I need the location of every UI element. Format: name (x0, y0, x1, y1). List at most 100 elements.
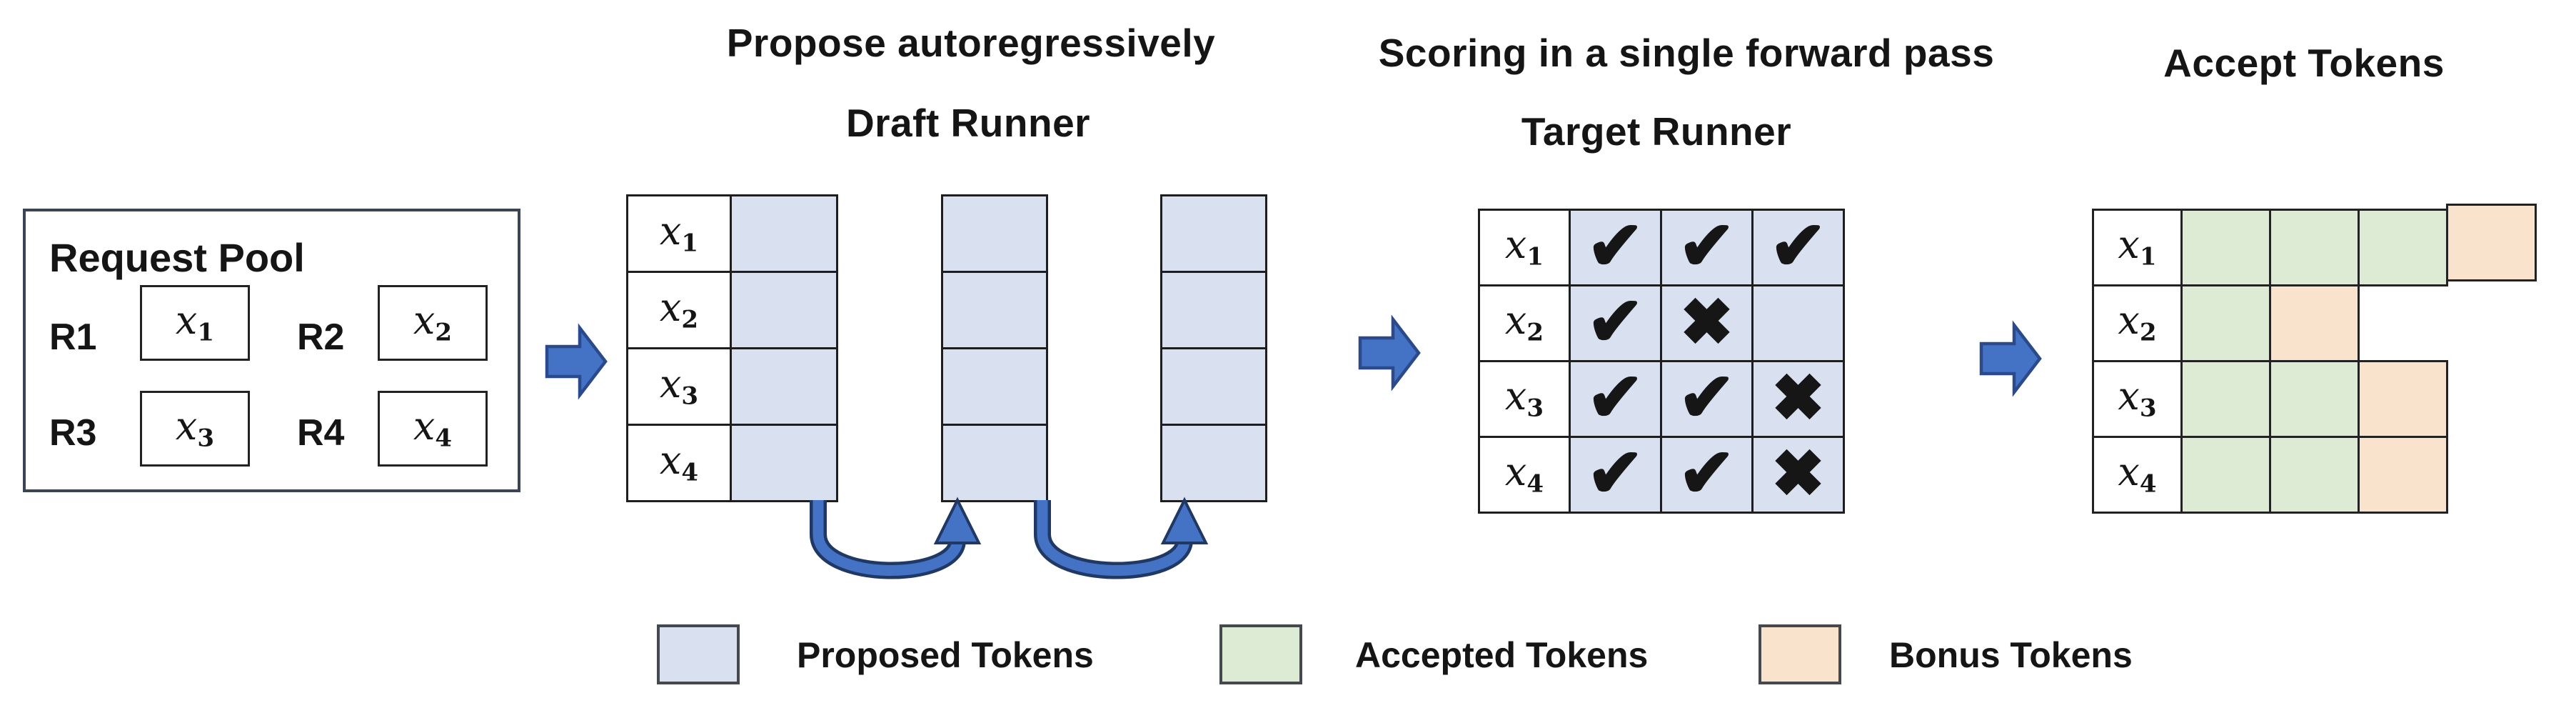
check-mark-icon: ✔ (1586, 434, 1645, 512)
score-cell: ✖ (1754, 362, 1843, 436)
sequence-row-label: x1 (2092, 209, 2183, 286)
request-token-box: x2 (378, 285, 488, 361)
math-subscript: 2 (1526, 318, 1544, 347)
accepted-tokens-label: Accepted Tokens (1355, 635, 1649, 675)
math-subscript: 2 (681, 305, 699, 334)
sequence-row-label: x4 (2092, 436, 2183, 514)
loop-arrow-icon (1034, 497, 1209, 579)
proposed-token-cell (1162, 426, 1265, 500)
sequence-row-label: x4 (628, 426, 730, 500)
score-cell: ✔ (1571, 362, 1660, 436)
bonus-token-cell (2269, 284, 2360, 362)
check-mark-icon: ✔ (1586, 283, 1645, 360)
math-subscript: 1 (2139, 242, 2157, 271)
bonus-tokens-label: Bonus Tokens (1889, 635, 2133, 675)
math-x: x (1504, 298, 1527, 344)
math-x: x (1504, 222, 1527, 268)
token-label: x4 (660, 441, 699, 487)
proposed-token-cell (732, 349, 836, 424)
token-label: x2 (2118, 301, 2156, 345)
accepted-token-cell (2180, 360, 2271, 438)
request-token-box: x4 (378, 391, 488, 467)
score-cell: ✖ (1754, 438, 1843, 512)
proposed-token-cell (943, 426, 1046, 500)
score-cell: ✔ (1571, 286, 1660, 360)
math-x: x (413, 297, 436, 343)
math-x: x (175, 403, 198, 449)
token-label: x3 (660, 364, 699, 411)
bonus-tokens-swatch (1759, 624, 1841, 684)
math-x: x (659, 284, 682, 330)
sequence-row-label: x3 (628, 349, 730, 424)
request-token-box: x3 (140, 391, 250, 467)
math-x: x (1504, 374, 1527, 419)
token-label: x2 (413, 297, 452, 344)
cross-mark-icon: ✖ (1771, 437, 1826, 509)
sequence-row-label: x2 (2092, 284, 2183, 362)
request-id: R4 (297, 412, 345, 454)
check-mark-icon: ✔ (1769, 207, 1828, 284)
request-id: R2 (297, 316, 345, 358)
score-cell: ✔ (1662, 211, 1751, 284)
token-label: x4 (1505, 453, 1544, 497)
cross-mark-icon: ✖ (1679, 286, 1735, 357)
draft-table-step3 (1160, 194, 1267, 502)
score-cell: ✔ (1662, 362, 1751, 436)
math-subscript: 3 (1526, 394, 1544, 423)
accepted-token-cell (2358, 209, 2448, 286)
cross-mark-icon: ✖ (1771, 362, 1826, 433)
math-x: x (413, 403, 436, 449)
proposed-token-cell (732, 196, 836, 271)
math-x: x (2118, 298, 2140, 344)
score-cell: ✔ (1571, 438, 1660, 512)
math-subscript: 3 (197, 424, 215, 453)
score-cell (1754, 286, 1843, 360)
math-subscript: 4 (681, 458, 699, 487)
math-subscript: 3 (2139, 394, 2157, 423)
check-mark-icon: ✔ (1677, 359, 1736, 436)
score-cell: ✔ (1662, 438, 1751, 512)
target-section-subtitle: Scoring in a single forward pass (1378, 31, 1995, 75)
proposed-token-cell (943, 349, 1046, 424)
proposed-tokens-label: Proposed Tokens (797, 635, 1094, 675)
accepted-token-cell (2269, 360, 2360, 438)
accepted-token-cell (2269, 436, 2360, 514)
token-label: x4 (413, 403, 453, 453)
sequence-row-label: x1 (1480, 211, 1569, 284)
proposed-token-cell (732, 426, 836, 500)
math-x: x (659, 437, 682, 483)
math-subscript: 1 (197, 318, 215, 347)
accepted-token-cell (2269, 209, 2360, 286)
proposed-token-cell (943, 196, 1046, 271)
flow-arrow-icon (545, 323, 608, 400)
sequence-row-label: x2 (1480, 286, 1569, 360)
math-x: x (2118, 222, 2140, 268)
math-subscript: 4 (2139, 469, 2157, 499)
draft-table-step2 (941, 194, 1048, 502)
score-cell: ✔ (1754, 211, 1843, 284)
token-label: x3 (1505, 377, 1544, 421)
proposed-token-cell (732, 273, 836, 347)
proposed-token-cell (1162, 196, 1265, 271)
check-mark-icon: ✔ (1586, 359, 1645, 436)
target-scoring-table: x1✔✔✔x2✔✖x3✔✔✖x4✔✔✖ (1478, 209, 1845, 514)
accepted-token-cell (2180, 284, 2271, 362)
math-subscript: 4 (435, 424, 453, 453)
sequence-row-label: x3 (1480, 362, 1569, 436)
math-subscript: 4 (1526, 469, 1544, 499)
accepted-tokens-swatch (1219, 624, 1302, 684)
draft-runner-title: Draft Runner (845, 101, 1091, 145)
math-subscript: 3 (681, 382, 699, 411)
math-subscript: 2 (2139, 318, 2157, 347)
request-id: R1 (49, 316, 97, 358)
request-pool-title: Request Pool (49, 235, 305, 280)
proposed-token-cell (1162, 273, 1265, 347)
score-cell: ✖ (1662, 286, 1751, 360)
token-label: x1 (176, 301, 215, 347)
token-label: x1 (1505, 226, 1544, 269)
request-token-box: x1 (140, 285, 250, 361)
